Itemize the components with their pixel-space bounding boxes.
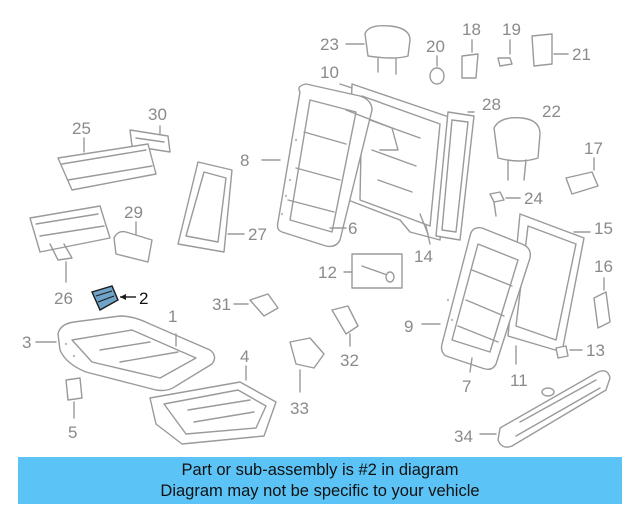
label-12: 12 (318, 263, 337, 282)
part-25-cushion-panel (57, 137, 157, 191)
part-31-trim (233, 293, 279, 317)
part-12-bolt (343, 253, 403, 289)
label-24: 24 (524, 189, 543, 208)
part-24-bolt (489, 191, 521, 217)
part-19-screw (497, 39, 513, 67)
label-18: 18 (462, 20, 481, 39)
part-28-back-panel (435, 111, 475, 241)
label-20: 20 (426, 37, 445, 56)
label-34: 34 (454, 427, 473, 446)
label-7: 7 (462, 377, 471, 396)
label-19: 19 (502, 20, 521, 39)
label-28: 28 (482, 95, 501, 114)
part-32-bracket (331, 305, 359, 347)
label-29: 29 (124, 203, 143, 222)
label-33: 33 (290, 399, 309, 418)
part-20-cap (429, 55, 445, 85)
part-26-seat-frame (29, 205, 111, 283)
part-labels: 23 10 18 19 20 21 28 22 30 25 17 8 24 29… (22, 20, 613, 446)
label-15: 15 (594, 219, 613, 238)
part-18-clip (461, 39, 479, 79)
banner-line-disclaimer: Diagram may not be specific to your vehi… (160, 482, 480, 500)
label-17: 17 (584, 139, 603, 158)
info-banner: Part or sub-assembly is #2 in diagram Di… (18, 457, 622, 504)
part-13-screw (555, 345, 583, 359)
parts-diagram: 23 10 18 19 20 21 28 22 30 25 17 8 24 29… (22, 20, 613, 448)
label-5: 5 (68, 423, 77, 442)
part-34-bar (479, 370, 611, 448)
label-6: 6 (348, 219, 357, 238)
part-4-seat-frame (149, 365, 277, 445)
label-4: 4 (240, 347, 249, 366)
label-26: 26 (54, 289, 73, 308)
part-14-connector (425, 225, 431, 245)
label-10: 10 (320, 63, 339, 82)
part-17-bracket (565, 157, 599, 195)
label-3: 3 (22, 333, 31, 352)
label-27: 27 (248, 225, 267, 244)
label-13: 13 (586, 341, 605, 360)
part-27-trim-frame (177, 161, 245, 253)
label-32: 32 (340, 351, 359, 370)
label-14: 14 (414, 247, 433, 266)
part-23-headrest (345, 24, 411, 75)
label-2: 2 (139, 289, 148, 308)
part-1-seat-cushion (35, 315, 216, 392)
part-29-cover (113, 221, 153, 263)
part-9-backrest-cushion (421, 226, 532, 373)
part-2-highlighted (91, 285, 136, 311)
label-9: 9 (404, 317, 413, 336)
part-21-latch (531, 33, 569, 67)
part-33-bracket (289, 337, 325, 393)
label-11: 11 (510, 371, 528, 390)
part-5-clip (65, 377, 83, 419)
part-16-bracket (593, 277, 611, 329)
label-25: 25 (72, 119, 91, 138)
label-1: 1 (168, 307, 177, 326)
label-8: 8 (240, 151, 249, 170)
label-23: 23 (320, 35, 339, 54)
label-16: 16 (594, 257, 613, 276)
part-22-headrest (493, 117, 541, 181)
label-31: 31 (212, 295, 231, 314)
label-21: 21 (572, 45, 591, 64)
part-6-backrest-cushion (261, 83, 399, 248)
label-30: 30 (148, 105, 167, 124)
banner-line-part: Part or sub-assembly is #2 in diagram (181, 461, 459, 479)
label-22: 22 (542, 102, 561, 121)
